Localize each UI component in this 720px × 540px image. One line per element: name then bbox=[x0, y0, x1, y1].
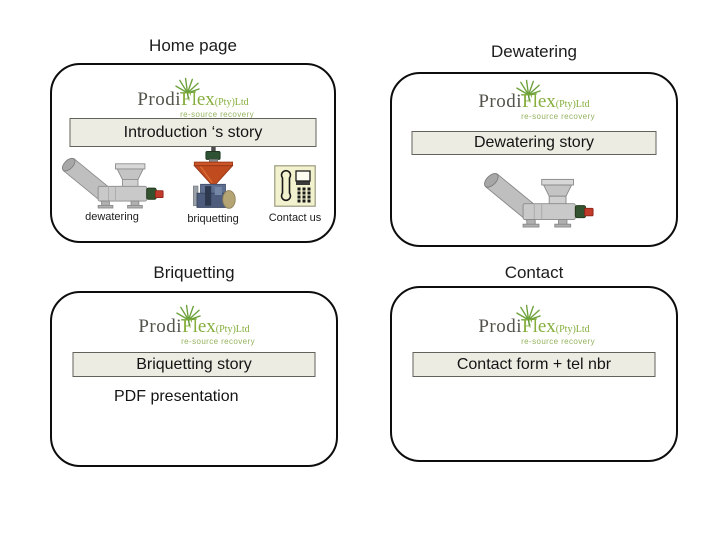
thumb-label-dewatering: dewatering bbox=[85, 211, 139, 223]
thumb-label-contact: Contact us bbox=[268, 212, 322, 224]
logo-tagline: re-source recovery bbox=[521, 112, 595, 121]
logo-brand-text: ProdiFlex(Pty)Ltd bbox=[138, 316, 250, 337]
contact-page-card: ProdiFlex(Pty)Ltd re-source recovery Con… bbox=[390, 286, 678, 462]
logo-brand-text: ProdiFlex(Pty)Ltd bbox=[137, 89, 249, 110]
logo-tagline: re-source recovery bbox=[521, 337, 595, 346]
dewatering-page-title: Dewatering bbox=[491, 42, 577, 61]
prodiflex-logo: ProdiFlex(Pty)Ltd re-source recovery bbox=[449, 79, 619, 121]
dewatering-story-button[interactable]: Dewatering story bbox=[411, 131, 657, 155]
pdf-presentation-note: PDF presentation bbox=[114, 388, 239, 405]
dewatering-page-card: ProdiFlex(Pty)Ltd re-source recovery Dew… bbox=[390, 72, 678, 247]
telephone-icon bbox=[274, 165, 316, 207]
briquetting-page-title: Briquetting bbox=[153, 263, 235, 282]
briquetting-story-button[interactable]: Briquetting story bbox=[72, 352, 316, 377]
briquetting-machine-image bbox=[192, 147, 236, 209]
prodiflex-logo: ProdiFlex(Pty)Ltd re-source recovery bbox=[108, 77, 278, 119]
home-link-dewatering[interactable]: dewatering bbox=[56, 155, 168, 223]
home-page-title: Home page bbox=[149, 36, 237, 55]
thumb-label-briquetting: briquetting bbox=[187, 213, 239, 225]
dewatering-machine-image bbox=[60, 155, 164, 209]
introduction-story-button[interactable]: Introduction ‘s story bbox=[69, 118, 317, 147]
home-page-card: ProdiFlex(Pty)Ltd re-source recovery Int… bbox=[50, 63, 336, 243]
prodiflex-logo: ProdiFlex(Pty)Ltd re-source recovery bbox=[109, 304, 279, 346]
logo-brand-text: ProdiFlex(Pty)Ltd bbox=[478, 91, 590, 112]
home-link-contact[interactable]: Contact us bbox=[264, 165, 326, 224]
contact-form-button[interactable]: Contact form + tel nbr bbox=[412, 352, 656, 377]
logo-tagline: re-source recovery bbox=[180, 110, 254, 119]
home-link-briquetting[interactable]: briquetting bbox=[182, 147, 244, 225]
logo-brand-text: ProdiFlex(Pty)Ltd bbox=[478, 316, 590, 337]
briquetting-page-card: ProdiFlex(Pty)Ltd re-source recovery Bri… bbox=[50, 291, 338, 467]
logo-tagline: re-source recovery bbox=[181, 337, 255, 346]
prodiflex-logo: ProdiFlex(Pty)Ltd re-source recovery bbox=[449, 304, 619, 346]
dewatering-machine-image bbox=[482, 170, 594, 228]
contact-page-title: Contact bbox=[504, 263, 564, 282]
